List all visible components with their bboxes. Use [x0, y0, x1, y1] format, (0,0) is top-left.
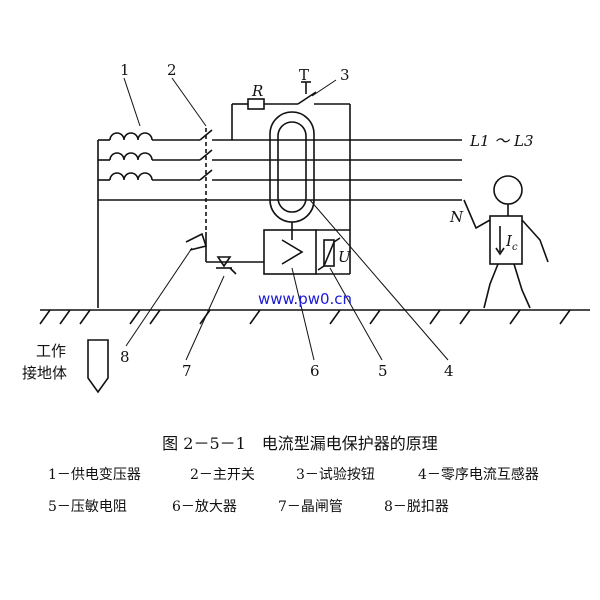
- ground-electrode: [87, 339, 109, 394]
- varistor-label: U: [338, 248, 352, 266]
- legend-item-3: 3－试验按钮: [296, 467, 375, 483]
- phase-lines: [98, 139, 462, 201]
- ground-label-line2: 接地体: [22, 364, 67, 382]
- ground-line: [39, 309, 590, 325]
- callout-4: 4: [444, 362, 454, 380]
- callout-labels: 1 2 3 4 5 6 7 8: [120, 61, 454, 380]
- legend-item-7: 7－晶闸管: [278, 499, 343, 515]
- leakage-protector-diagram: 1 2 3 4 5 6 7 8 R T L1 ～ L3 N Ic U www.p…: [22, 61, 590, 394]
- callout-2: 2: [167, 61, 177, 79]
- main-switch: [199, 128, 213, 232]
- callout-8: 8: [120, 348, 130, 366]
- figure-caption: 图 2－5－1 电流型漏电保护器的原理: [162, 434, 438, 453]
- thyristor: [206, 256, 264, 275]
- current-transformer: [269, 111, 315, 240]
- callout-leaders: [123, 77, 449, 361]
- legend-item-4: 4－零序电流互感器: [418, 467, 539, 483]
- legend-item-6: 6－放大器: [172, 499, 237, 515]
- trip-coil: [185, 232, 208, 262]
- phase-lines-label: L1 ～ L3: [469, 132, 534, 150]
- legend-item-1: 1－供电变压器: [48, 467, 141, 483]
- callout-7: 7: [182, 362, 192, 380]
- test-circuit: [231, 81, 351, 200]
- varistor: [317, 237, 341, 271]
- watermark: www.pw0.cn: [258, 290, 352, 308]
- legend-item-5: 5－压敏电阻: [48, 499, 127, 515]
- ground-label-line1: 工作: [36, 342, 66, 360]
- callout-5: 5: [378, 362, 388, 380]
- neutral-label: N: [449, 208, 464, 226]
- resistor-label: R: [251, 82, 263, 100]
- legend-item-2: 2－主开关: [190, 467, 255, 483]
- callout-1: 1: [120, 61, 130, 79]
- button-label: T: [299, 66, 309, 84]
- transformer-coils: [109, 132, 153, 181]
- legend-item-8: 8－脱扣器: [384, 499, 449, 515]
- leakage-current-label: Ic: [505, 232, 518, 253]
- callout-6: 6: [310, 362, 320, 380]
- person-figure: [463, 175, 549, 309]
- amplifier: [263, 229, 317, 275]
- callout-3: 3: [340, 66, 350, 84]
